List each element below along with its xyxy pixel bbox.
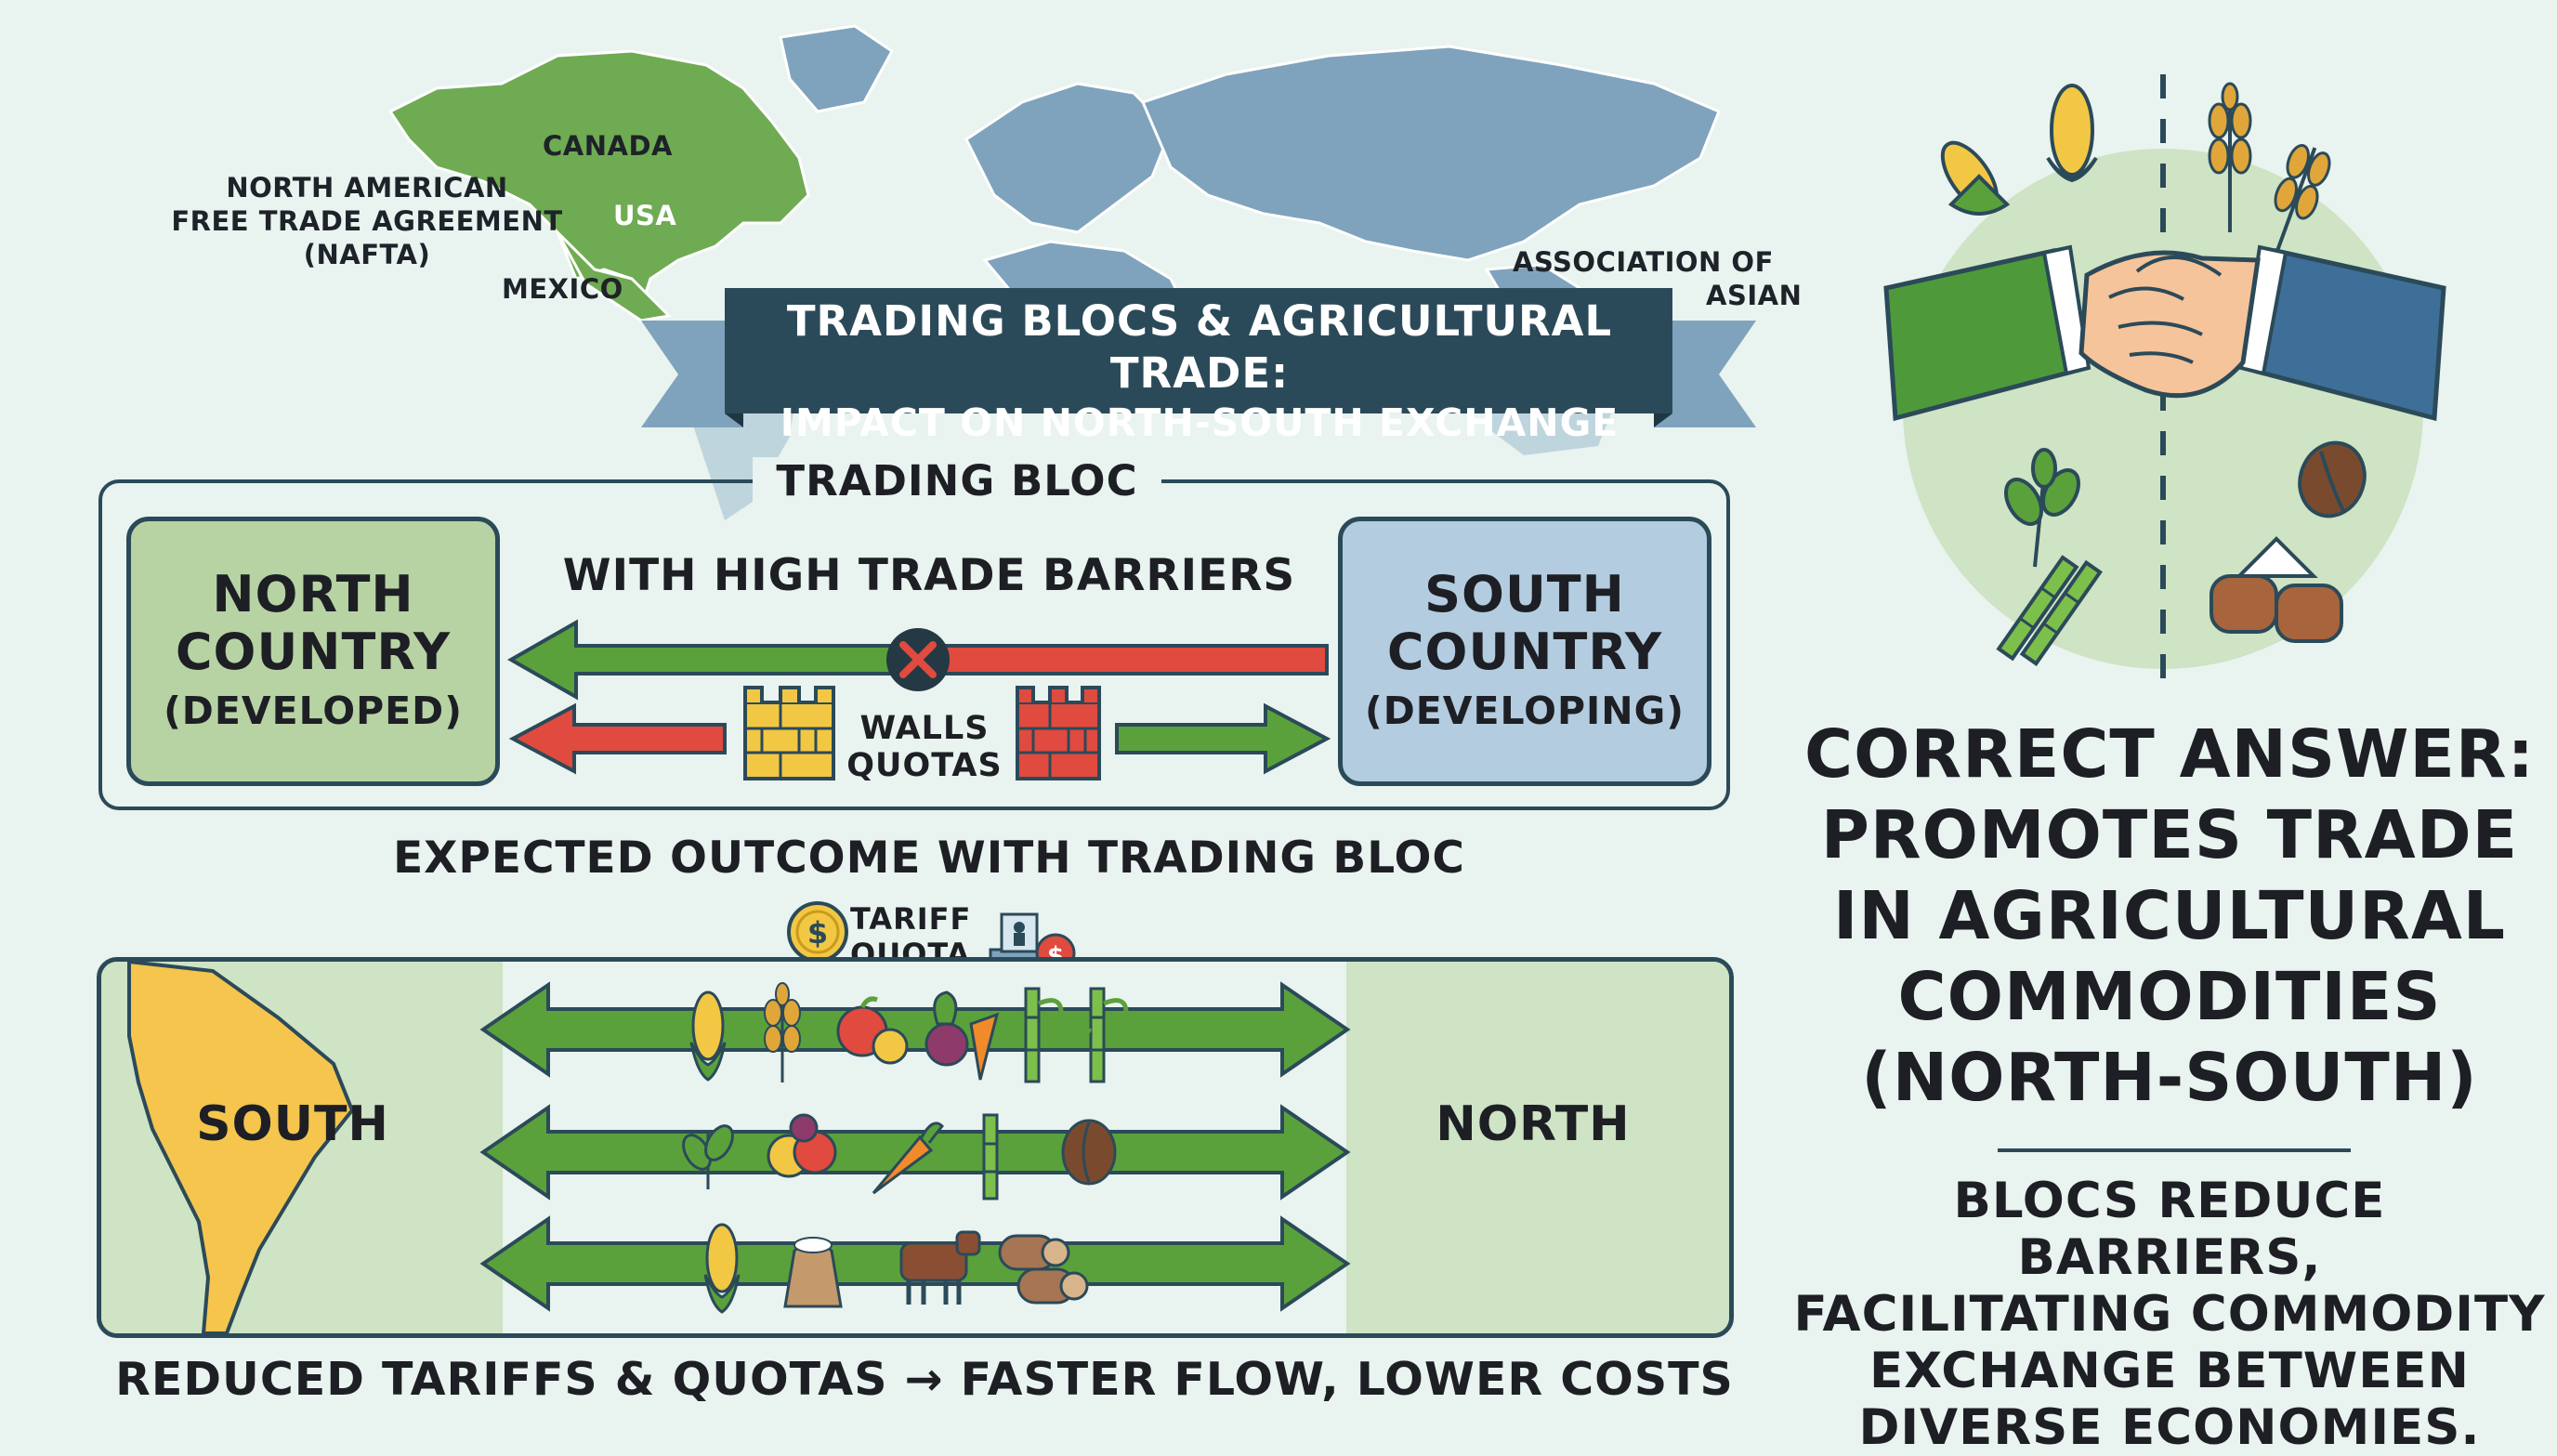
asia-region <box>1140 45 1721 262</box>
blue-sleeve <box>2238 244 2446 422</box>
blocked-green-arrow <box>506 619 912 701</box>
high-trade-barriers-label: WITH HIGH TRADE BARRIERS <box>562 550 1296 601</box>
map-label-nafta: NORTH AMERICAN FREE TRADE AGREEMENT (NAF… <box>171 172 563 270</box>
north-region-label: NORTH <box>1436 1096 1631 1152</box>
green-sleeve <box>1883 244 2091 422</box>
south-country-name-line2: COUNTRY <box>1386 623 1663 681</box>
barrier-arrows <box>506 619 1331 780</box>
sugarcane-icon-1 <box>1024 987 1064 1083</box>
banner-title-line1: TRADING BLOCS & AGRICULTURAL TRADE: <box>786 296 1613 398</box>
fruit-icon <box>836 996 909 1065</box>
carrot-icon <box>872 1122 945 1195</box>
leaf-sprig-icon <box>2004 448 2080 568</box>
map-label-asean: ASSOCIATION OF ASIAN <box>1513 246 1803 311</box>
north-country-name-line2: COUNTRY <box>175 623 452 681</box>
mixed-fruit-icon <box>767 1113 837 1178</box>
south-country-box: SOUTH COUNTRY (DEVELOPING) <box>1338 517 1711 786</box>
coffee-bean-icon <box>2298 440 2367 518</box>
north-country-name-line1: NORTH <box>212 565 414 623</box>
wheat-icon <box>764 982 801 1082</box>
handshake-illustration <box>1883 74 2446 688</box>
leaf-plant-icon <box>682 1124 734 1189</box>
europe-region <box>964 82 1173 234</box>
handshake-icon <box>2078 250 2261 399</box>
south-region-label: SOUTH <box>196 1096 389 1152</box>
banner-body <box>725 288 1672 413</box>
coffee-beans-icon <box>1061 1119 1117 1186</box>
north-america-region <box>387 49 810 311</box>
commodity-flow-arrows <box>479 981 1351 1314</box>
north-country-box: NORTH COUNTRY (DEVELOPED) <box>126 517 500 786</box>
corn-cob-icon-2 <box>2046 84 2098 183</box>
trading-bloc-title: TRADING BLOC <box>753 457 1161 505</box>
timber-logs-icon <box>998 1234 1089 1305</box>
sugarcane-icon-3 <box>982 1113 999 1200</box>
expected-outcome-label: EXPECTED OUTCOME WITH TRADING BLOC <box>393 833 1465 884</box>
banner-title: TRADING BLOCS & AGRICULTURAL TRADE: IMPA… <box>725 295 1674 445</box>
cattle-icon <box>899 1230 981 1305</box>
corn-cob-icon <box>1940 140 2011 216</box>
greenland-region <box>779 24 894 113</box>
north-country-sub: (DEVELOPED) <box>164 689 463 733</box>
answer-divider-rule <box>1998 1148 2351 1152</box>
coin-icon: $ <box>787 901 848 963</box>
map-label-canada: CANADA <box>543 130 673 162</box>
svg-text:$: $ <box>807 915 828 951</box>
sugarcane-icon-2 <box>1071 987 1129 1083</box>
wheat-stalk-icon-2 <box>2272 143 2331 262</box>
double-arrow-row-1 <box>479 981 1351 1078</box>
blocked-red-arrow <box>927 644 1329 676</box>
corn-icon-2 <box>703 1223 741 1314</box>
vegetables-icon <box>924 990 1000 1081</box>
sugar-cinnamon-icon <box>2210 536 2343 643</box>
banner-title-line2: IMPACT ON NORTH-SOUTH EXCHANGE <box>780 400 1619 445</box>
mexico-region <box>556 230 673 322</box>
corn-icon <box>689 990 727 1082</box>
banner-right-tail <box>1654 321 1756 427</box>
map-label-usa: USA <box>613 200 677 231</box>
red-wall-icon <box>1016 686 1101 780</box>
yellow-wall-icon <box>743 686 835 780</box>
reduced-tariffs-footer: REDUCED TARIFFS & QUOTAS → FASTER FLOW, … <box>115 1353 1734 1406</box>
grain-sack-icon <box>783 1237 843 1308</box>
wheat-stalk-icon <box>2208 82 2252 232</box>
south-country-sub: (DEVELOPING) <box>1364 689 1685 733</box>
correct-answer-title: CORRECT ANSWER: PROMOTES TRADE IN AGRICU… <box>1804 715 2535 1116</box>
banner-left-tail <box>641 321 743 427</box>
walls-quotas-label: WALLS QUOTAS <box>846 710 1003 784</box>
green-arrow-right <box>1115 702 1331 775</box>
title-banner <box>641 288 1756 427</box>
sugarcane-bundle-icon <box>1996 555 2103 666</box>
answer-explanation: BLOCS REDUCE BARRIERS, FACILITATING COMM… <box>1793 1173 2546 1456</box>
red-arrow-left <box>508 702 727 775</box>
south-america-map <box>127 962 355 1333</box>
map-label-mexico: MEXICO <box>502 273 623 305</box>
south-country-name-line1: SOUTH <box>1424 565 1625 623</box>
